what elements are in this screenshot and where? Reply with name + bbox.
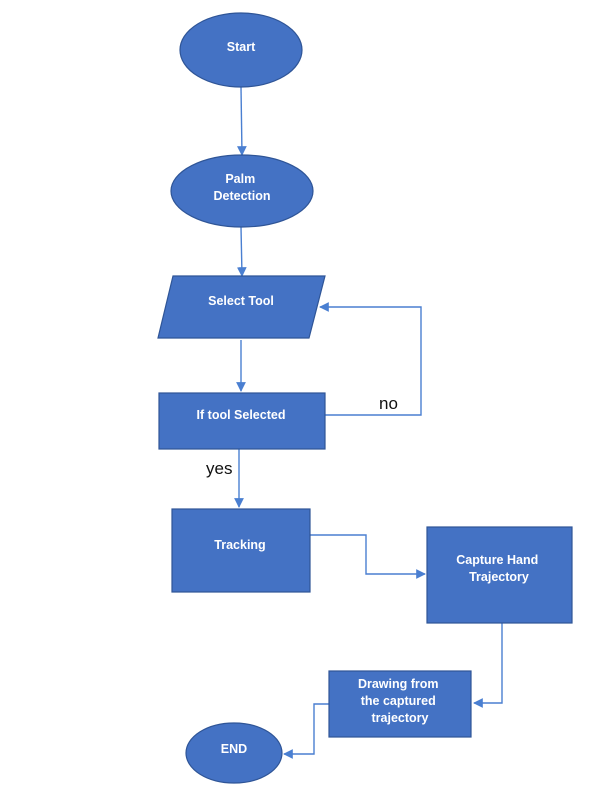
tracking-label: Tracking: [214, 538, 265, 552]
tracking-label-line: Tracking: [214, 538, 265, 552]
select-tool-label: Select Tool: [208, 294, 274, 308]
start-label-line: Start: [227, 40, 256, 54]
end-terminal-shape: [185, 722, 283, 784]
drawing-label-line: Drawing from: [358, 677, 439, 691]
edge-label-yes: yes: [206, 459, 232, 478]
palm-detection-label-line: Palm: [225, 172, 255, 186]
if-tool-selected-shape: [158, 392, 326, 450]
drawing-label: Drawing from the captured trajectory: [358, 677, 442, 725]
drawing-shape: [328, 670, 472, 738]
node-if-tool-selected: If tool Selected: [158, 392, 326, 450]
edges: [234, 86, 503, 759]
select-tool-parallelogram: [157, 275, 326, 339]
edge-tracking-to-capture: [310, 534, 426, 579]
edge-decision-no-loop: [319, 302, 422, 416]
node-tracking: Tracking: [171, 508, 311, 593]
if-tool-selected-label: If tool Selected: [197, 408, 286, 422]
node-select-tool: Select Tool: [157, 275, 326, 339]
node-start: Start: [179, 12, 303, 88]
drawing-label-line: the captured: [361, 694, 436, 708]
edge-label-no: no: [379, 394, 398, 413]
drawing-label-line: trajectory: [372, 711, 429, 725]
palm-detection-label: Palm Detection: [214, 172, 271, 203]
end-label-line: END: [221, 742, 247, 756]
node-end: END: [185, 722, 283, 784]
select-tool-label-line: Select Tool: [208, 294, 274, 308]
capture-hand-trajectory-shape: [426, 526, 573, 624]
edge-drawing-to-end: [283, 703, 329, 759]
capture-hand-trajectory-label: Capture Hand Trajectory: [456, 553, 541, 584]
edge-start-to-palm: [236, 86, 247, 156]
palm-detection-shape: [170, 154, 314, 228]
edge-capture-to-drawing: [473, 623, 503, 708]
node-capture-hand-trajectory: Capture Hand Trajectory: [426, 526, 573, 624]
capture-hand-trajectory-label-line: Trajectory: [469, 570, 529, 584]
start-label: Start: [227, 40, 256, 54]
start-terminal-shape: [179, 12, 303, 88]
node-palm-detection: Palm Detection: [170, 154, 314, 228]
capture-hand-trajectory-label-line: Capture Hand: [456, 553, 538, 567]
end-label: END: [221, 742, 247, 756]
node-drawing: Drawing from the captured trajectory: [328, 670, 472, 738]
edge-palm-to-select: [236, 226, 247, 277]
if-tool-selected-label-line: If tool Selected: [197, 408, 286, 422]
tracking-shape: [171, 508, 311, 593]
palm-detection-label-line: Detection: [214, 189, 271, 203]
